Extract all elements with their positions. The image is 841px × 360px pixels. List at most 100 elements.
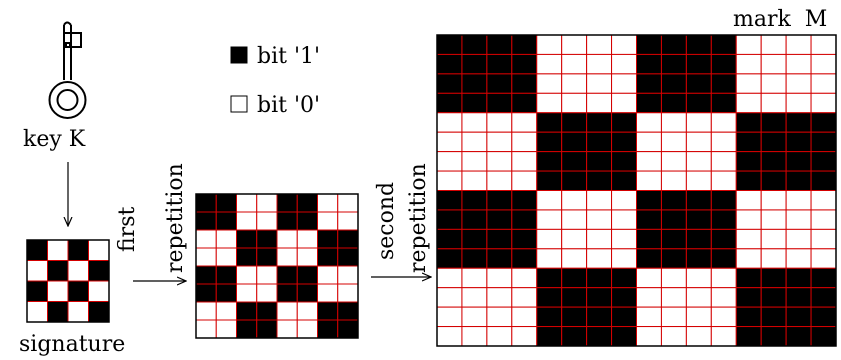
mark-cell-r4-c8 (636, 112, 662, 133)
mark-cell-r10-c8 (636, 228, 662, 250)
first-repetition-cell-r2-c1 (215, 229, 237, 249)
mark-cell-r10-c0 (436, 228, 463, 250)
mark-cell-r1-c4 (536, 53, 563, 75)
mark-cell-r3-c8 (636, 92, 662, 114)
mark-cell-r2-c15 (810, 73, 837, 94)
mark-cell-r0-c3 (511, 34, 538, 55)
signature-border (26, 239, 110, 323)
mark-cell-r7-c14 (785, 170, 812, 191)
mark-cell-r8-c0 (436, 190, 463, 211)
mark-cell-r9-c4 (536, 209, 563, 230)
mark-cell-r0-c11 (710, 34, 737, 55)
mark-cell-r12-c10 (685, 267, 712, 289)
mark-cell-r12-c8 (636, 267, 662, 289)
mark-cell-r6-c0 (436, 151, 463, 172)
mark-cell-r15-c11 (710, 326, 737, 347)
mark-cell-r7-c5 (561, 170, 588, 191)
mark-cell-r15-c8 (636, 326, 662, 347)
mark-cell-r2-c2 (486, 73, 513, 94)
legend-bit-one-swatch (230, 46, 248, 64)
mark-cell-r12-c14 (785, 267, 812, 289)
mark-cell-r1-c3 (511, 53, 538, 75)
mark-cell-r13-c2 (486, 287, 513, 308)
mark-cell-r1-c13 (760, 53, 787, 75)
mark-cell-r3-c7 (611, 92, 637, 114)
mark-cell-r9-c8 (636, 209, 662, 230)
mark-cell-r0-c15 (810, 34, 837, 55)
mark-cell-r14-c4 (536, 306, 563, 328)
legend-bit-zero-label: bit '0' (257, 93, 320, 118)
mark-cell-r14-c10 (685, 306, 712, 328)
mark-cell-r0-c2 (486, 34, 513, 55)
mark-cell-r7-c11 (710, 170, 737, 191)
first-repetition-cell-r6-c0 (195, 301, 217, 321)
mark-cell-r3-c9 (660, 92, 687, 114)
mark-cell-r2-c12 (735, 73, 762, 94)
mark-cell-r4-c6 (586, 112, 613, 133)
mark-cell-r3-c10 (685, 92, 712, 114)
first-repetition-cell-r5-c6 (317, 283, 339, 303)
mark-cell-r6-c3 (511, 151, 538, 172)
mark-cell-r10-c13 (760, 228, 787, 250)
first-repetition-cell-r6-c4 (276, 301, 298, 321)
mark-cell-r13-c14 (785, 287, 812, 308)
mark-cell-r8-c7 (611, 190, 637, 211)
first-repetition-label-line1: first (115, 207, 140, 252)
mark-cell-r10-c10 (685, 228, 712, 250)
mark-cell-r8-c1 (461, 190, 488, 211)
first-repetition-cell-r1-c0 (195, 211, 217, 231)
mark-cell-r9-c2 (486, 209, 513, 230)
mark-border (436, 34, 837, 347)
mark-cell-r0-c6 (586, 34, 613, 55)
signature-cell-r0-c3 (88, 239, 110, 261)
mark-cell-r3-c6 (586, 92, 613, 114)
mark-cell-r11-c12 (735, 248, 762, 269)
mark-cell-r12-c6 (586, 267, 613, 289)
mark-cell-r9-c14 (785, 209, 812, 230)
mark-cell-r11-c4 (536, 248, 563, 269)
legend-bit-zero-swatch (230, 95, 248, 113)
mark-cell-r3-c3 (511, 92, 538, 114)
mark-cell-r0-c13 (760, 34, 787, 55)
mark-cell-r8-c2 (486, 190, 513, 211)
mark-cell-r6-c15 (810, 151, 837, 172)
mark-cell-r1-c11 (710, 53, 737, 75)
mark-grid (436, 34, 837, 347)
mark-cell-r9-c15 (810, 209, 837, 230)
mark-cell-r7-c13 (760, 170, 787, 191)
mark-cell-r4-c7 (611, 112, 637, 133)
mark-cell-r6-c12 (735, 151, 762, 172)
mark-cell-r12-c9 (660, 267, 687, 289)
mark-cell-r14-c9 (660, 306, 687, 328)
mark-cell-r15-c5 (561, 326, 588, 347)
mark-cell-r14-c12 (735, 306, 762, 328)
mark-cell-r5-c5 (561, 131, 588, 153)
mark-cell-r7-c2 (486, 170, 513, 191)
first-repetition-cell-r1-c3 (256, 211, 278, 231)
mark-cell-r8-c15 (810, 190, 837, 211)
mark-cell-r4-c4 (536, 112, 563, 133)
key-label: key K (23, 127, 86, 152)
signature-cell-r1-c2 (67, 260, 89, 282)
mark-cell-r5-c6 (586, 131, 613, 153)
mark-cell-r1-c2 (486, 53, 513, 75)
mark-cell-r3-c5 (561, 92, 588, 114)
mark-cell-r6-c10 (685, 151, 712, 172)
second-repetition-label-line2: repetition (406, 163, 431, 273)
first-repetition-cell-r1-c2 (236, 211, 258, 231)
mark-cell-r7-c7 (611, 170, 637, 191)
mark-cell-r13-c9 (660, 287, 687, 308)
mark-cell-r13-c15 (810, 287, 837, 308)
mark-cell-r13-c11 (710, 287, 737, 308)
signature-cell-r3-c3 (88, 301, 110, 323)
first-repetition-cell-r3-c3 (256, 247, 278, 267)
mark-cell-r8-c13 (760, 190, 787, 211)
mark-cell-r6-c14 (785, 151, 812, 172)
mark-cell-r0-c5 (561, 34, 588, 55)
mark-cell-r2-c5 (561, 73, 588, 94)
signature-grid (26, 239, 110, 323)
first-repetition-cell-r5-c4 (276, 283, 298, 303)
mark-cell-r4-c1 (461, 112, 488, 133)
mark-cell-r15-c14 (785, 326, 812, 347)
mark-cell-r14-c7 (611, 306, 637, 328)
